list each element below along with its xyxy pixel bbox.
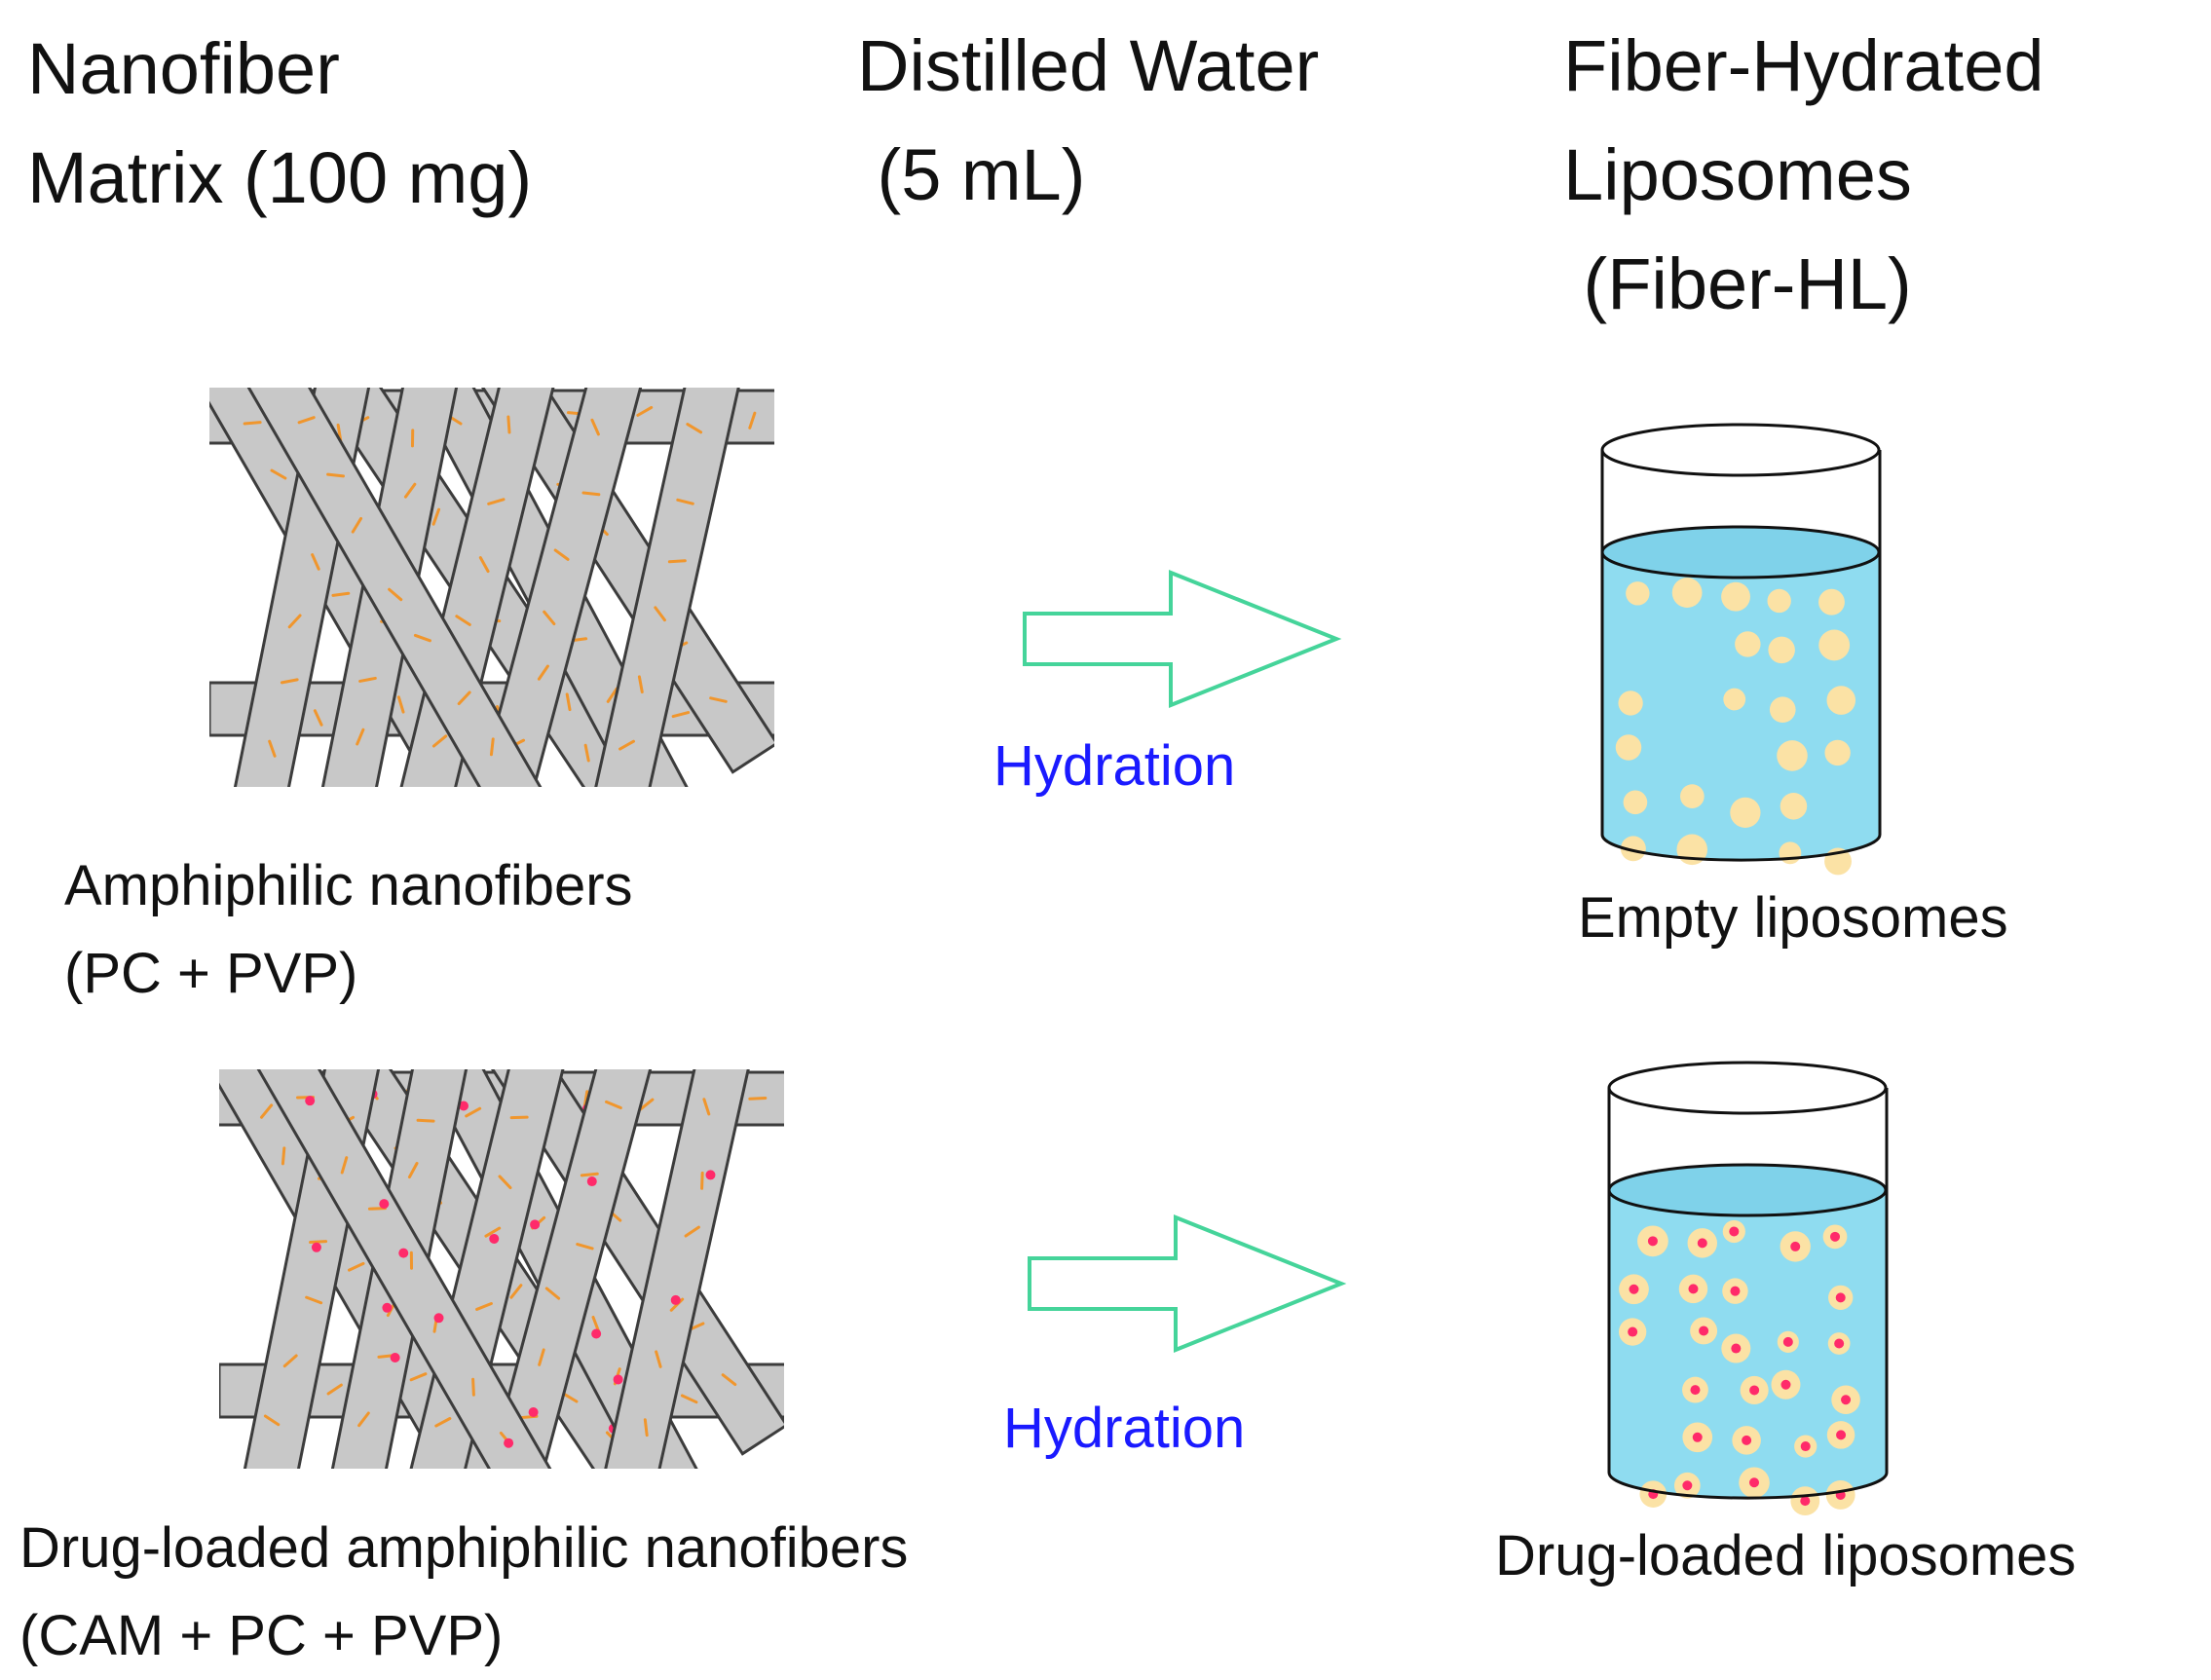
- drug-dot: [1682, 1480, 1692, 1490]
- drug-dot: [1688, 1284, 1698, 1293]
- drug-dot: [1648, 1236, 1658, 1246]
- drug-dot: [1841, 1395, 1851, 1404]
- fiber-caption-drug-loaded: Drug-loaded amphiphilic nanofibers (CAM …: [19, 1505, 908, 1680]
- drug-dot: [1629, 1285, 1638, 1294]
- drug-dot: [1830, 1232, 1840, 1242]
- fiber-caption-drug-loaded-line2: (CAM + PC + PVP): [19, 1592, 908, 1680]
- drug-dot: [1783, 1337, 1793, 1347]
- beaker-water-surface: [1609, 1165, 1886, 1215]
- drug-dot: [1628, 1327, 1637, 1337]
- drug-dot: [1690, 1385, 1700, 1395]
- fiber-caption-drug-loaded-line1: Drug-loaded amphiphilic nanofibers: [19, 1505, 908, 1592]
- drug-dot: [1780, 1380, 1790, 1390]
- drug-dot: [1836, 1292, 1846, 1302]
- drug-dot: [1693, 1433, 1703, 1442]
- drug-dot: [1836, 1430, 1846, 1439]
- drug-dot: [1699, 1325, 1708, 1335]
- drug-dot: [1698, 1238, 1707, 1248]
- drug-dot: [1790, 1242, 1800, 1251]
- beaker-caption-drug-loaded: Drug-loaded liposomes: [1495, 1512, 2076, 1600]
- drug-dot: [1749, 1477, 1759, 1487]
- drug-dot: [1731, 1344, 1741, 1354]
- drug-dot: [1749, 1385, 1759, 1395]
- drug-dot: [1834, 1338, 1844, 1348]
- drug-dot: [1730, 1287, 1740, 1296]
- drug-dot: [1742, 1436, 1751, 1445]
- drug-dot: [1801, 1441, 1811, 1451]
- beaker-rim: [1609, 1063, 1886, 1113]
- drug-dot: [1729, 1226, 1739, 1236]
